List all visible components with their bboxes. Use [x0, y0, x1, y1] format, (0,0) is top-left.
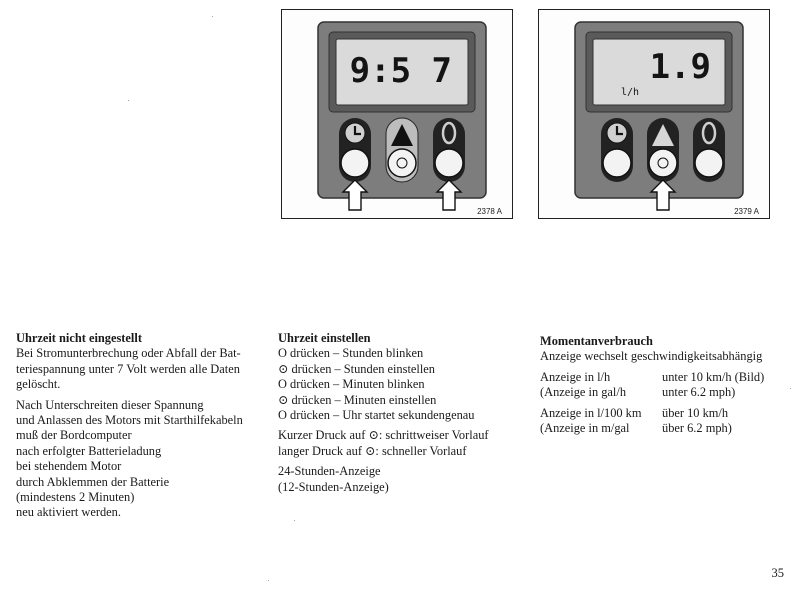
zero-button[interactable]: [433, 118, 465, 182]
step-line: O drücken – Minuten blinken: [278, 377, 425, 392]
figure-number: 2379 A: [734, 207, 759, 216]
press-arrow-icon: [649, 179, 677, 211]
text-line: teriespannung unter 7 Volt werden alle D…: [16, 361, 240, 376]
table-row: (Anzeige in gal/h unter 6.2 mph): [540, 385, 790, 400]
consumption-table: Anzeige in l/h unter 10 km/h (Bild) (Anz…: [540, 370, 790, 401]
table-cell: (Anzeige in gal/h: [540, 385, 627, 400]
figure-number: 2378 A: [477, 207, 502, 216]
triangle-button[interactable]: [647, 118, 679, 182]
section-heading: Uhrzeit nicht eingestellt: [16, 331, 142, 345]
lcd-unit: l/h: [621, 87, 639, 98]
step-line: ⊙ drücken – Minuten einstellen: [278, 392, 437, 407]
table-cell: Anzeige in l/h: [540, 369, 611, 384]
figure-consumption: 1.9 l/h 2379 A: [538, 9, 770, 219]
paragraph: 24-Stunden-Anzeige (12-Stunden-Anzeige): [278, 464, 528, 495]
step-line: ⊙ drücken – Stunden einstellen: [278, 361, 435, 376]
paragraph: Bei Stromunterbrechung oder Abfall der B…: [16, 346, 274, 392]
section-heading: Uhrzeit einstellen: [278, 331, 371, 345]
text-line: (mindestens 2 Minuten): [16, 490, 135, 505]
section-set-clock: Uhrzeit einstellen O drücken – Stunden b…: [278, 331, 528, 495]
text-line: muß der Bordcomputer: [16, 428, 132, 443]
consumption-table: Anzeige in l/100 km über 10 km/h (Anzeig…: [540, 406, 790, 437]
text-line: Kurzer Druck auf ⊙: schrittweiser Vorlau…: [278, 428, 489, 443]
press-arrow-icon: [435, 179, 463, 211]
text-line: 24-Stunden-Anzeige: [278, 464, 381, 479]
lcd-value: 1.9: [650, 47, 711, 87]
table-cell: (Anzeige in m/gal: [540, 421, 630, 436]
step-line: O drücken – Stunden blinken: [278, 346, 424, 361]
clock-button[interactable]: [601, 118, 633, 182]
table-row: (Anzeige in m/gal über 6.2 mph): [540, 421, 790, 436]
text-line: neu aktiviert werden.: [16, 505, 121, 520]
text-line: Anzeige wechselt geschwindigkeitsabhängi…: [540, 349, 763, 364]
section-clock-not-set: Uhrzeit nicht eingestellt Bei Stromunter…: [16, 331, 274, 521]
table-cell: unter 10 km/h (Bild): [662, 369, 765, 384]
section-heading: Momentanverbrauch: [540, 334, 653, 348]
text-line: Bei Stromunterbrechung oder Abfall der B…: [16, 346, 241, 361]
scan-speck: [790, 388, 792, 390]
paragraph: Nach Unterschreiten dieser Spannung und …: [16, 398, 274, 521]
paragraph: Kurzer Druck auf ⊙: schrittweiser Vorlau…: [278, 428, 528, 459]
table-cell: über 6.2 mph): [662, 421, 732, 436]
scan-speck: [212, 16, 214, 18]
text-line: Nach Unterschreiten dieser Spannung: [16, 397, 204, 412]
table-cell: Anzeige in l/100 km: [540, 405, 642, 420]
scan-speck: [294, 520, 296, 522]
computer-panel-illustration: 1.9 l/h: [574, 21, 744, 211]
text-line: gelöscht.: [16, 377, 61, 392]
section-instant-consumption: Momentanverbrauch Anzeige wechselt gesch…: [540, 334, 790, 436]
clock-icon: [353, 126, 361, 136]
lcd-value: 9:5 7: [350, 51, 452, 91]
steps-list: O drücken – Stunden blinken ⊙ drücken – …: [278, 346, 528, 423]
zero-button[interactable]: [693, 118, 725, 182]
up-triangle-icon: [652, 124, 674, 146]
text-line: bei stehendem Motor: [16, 459, 122, 474]
up-triangle-icon: [391, 124, 413, 146]
press-arrow-icon: [341, 179, 369, 211]
lcd-display: [592, 38, 726, 106]
table-row: Anzeige in l/h unter 10 km/h (Bild): [540, 370, 790, 385]
triangle-button[interactable]: [385, 117, 419, 183]
table-cell: unter 6.2 mph): [662, 385, 736, 400]
scan-speck: [128, 100, 130, 102]
lcd-display: [335, 38, 469, 106]
step-line: O drücken – Uhr startet sekundengenau: [278, 408, 475, 423]
page-number: 35: [771, 566, 785, 580]
computer-panel-illustration: 9:5 7: [317, 21, 487, 211]
zero-icon: [441, 121, 457, 145]
table-cell: über 10 km/h: [662, 405, 729, 420]
text-line: nach erfolgter Batterieladung: [16, 443, 162, 458]
figure-clock-setting: 9:5 7 2378 A: [281, 9, 513, 219]
text-line: langer Druck auf ⊙: schneller Vorlauf: [278, 443, 467, 458]
zero-icon: [701, 121, 717, 145]
scan-speck: [268, 580, 270, 582]
clock-button[interactable]: [339, 118, 371, 182]
text-line: (12-Stunden-Anzeige): [278, 479, 389, 494]
table-row: Anzeige in l/100 km über 10 km/h: [540, 406, 790, 421]
text-line: durch Abklemmen der Batterie: [16, 474, 170, 489]
clock-icon: [615, 126, 623, 136]
text-line: und Anlassen des Motors mit Starthilfeka…: [16, 413, 243, 428]
